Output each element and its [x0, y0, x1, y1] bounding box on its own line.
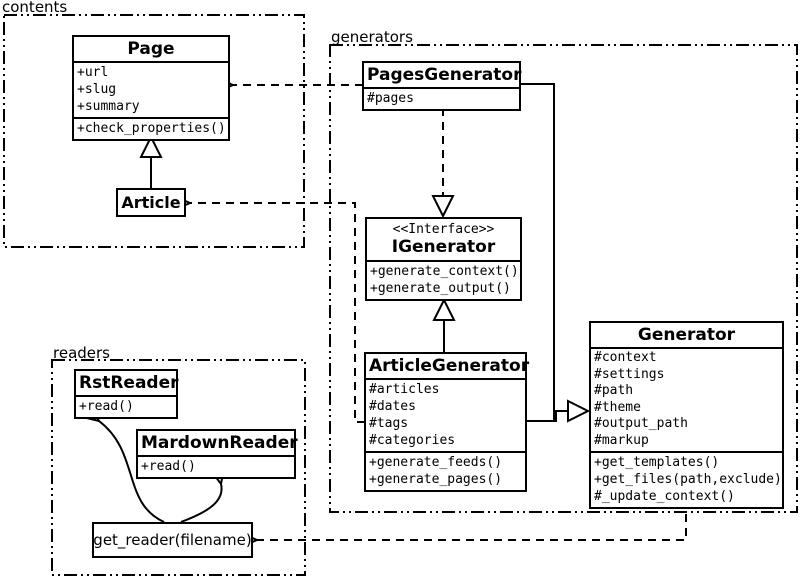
- class-attribute: +slug: [77, 82, 117, 97]
- class-title: MardownReader: [141, 433, 298, 453]
- class-attributes: +url +slug +summary: [74, 61, 228, 117]
- class-title: RstReader: [79, 373, 179, 393]
- edge-articlegenerator-depends-article: [190, 203, 365, 423]
- class-method: +read(): [141, 459, 196, 474]
- class-box-pagesgenerator: PagesGenerator #pages: [362, 61, 521, 111]
- class-attribute: #articles: [369, 382, 440, 397]
- class-attribute: #tags: [369, 416, 409, 431]
- class-methods: +generate_feeds() +generate_pages(): [366, 451, 525, 490]
- package-generators-border: [329, 44, 798, 513]
- edge-articlegenerator-inherits-generator: [527, 411, 557, 422]
- class-title: Page: [127, 39, 175, 59]
- class-method: +generate_pages(): [369, 472, 503, 487]
- class-method: +read(): [79, 399, 134, 414]
- class-box-mardownreader: MardownReader +read(): [136, 429, 298, 479]
- class-method: +generate_output(): [370, 281, 511, 296]
- class-attribute: #path: [594, 383, 634, 398]
- class-attributes: #context #settings #path #theme #output_…: [591, 347, 782, 451]
- edge-getreader-to-rstreader: [99, 421, 165, 523]
- package-label-generators: generators: [331, 28, 413, 46]
- class-attribute: #output_path: [594, 416, 688, 431]
- function-label: get_reader(filename): [93, 531, 252, 549]
- class-methods: +get_templates() +get_files(path,exclude…: [591, 451, 782, 507]
- edge-getreader-to-mardownreader: [180, 484, 222, 523]
- function-box-get-reader: get_reader(filename): [92, 522, 253, 558]
- class-method: +check_properties(): [77, 121, 226, 136]
- class-header: <<Interface>> IGenerator: [367, 219, 520, 260]
- package-readers-border: [51, 359, 306, 576]
- class-title: Article: [121, 193, 181, 212]
- class-title: ArticleGenerator: [369, 356, 530, 376]
- class-method: +generate_context(): [370, 264, 519, 279]
- class-attribute: #dates: [369, 399, 416, 414]
- class-attribute: #markup: [594, 432, 649, 448]
- class-title: Generator: [637, 325, 736, 345]
- class-attribute: #theme: [594, 399, 641, 415]
- package-label-readers: readers: [53, 344, 110, 362]
- class-method: +get_files(path,exclude): [594, 472, 782, 487]
- class-title: IGenerator: [391, 237, 496, 257]
- class-box-rstreader: RstReader +read(): [74, 369, 179, 419]
- class-method: +generate_feeds(): [369, 455, 503, 470]
- edge-pagesgenerator-inherits-generator: [520, 83, 555, 421]
- class-box-generator: Generator #context #settings #path #them…: [589, 321, 784, 509]
- class-method: +get_templates(): [594, 455, 720, 470]
- class-box-article: Article: [116, 188, 186, 217]
- edge-generator-depends-getreader: [257, 500, 687, 540]
- class-attribute: #pages: [367, 91, 414, 106]
- class-attribute: +summary: [77, 99, 140, 114]
- class-attribute: +url: [77, 65, 109, 80]
- class-stereotype: <<Interface>>: [392, 222, 495, 237]
- class-attribute: #settings: [594, 366, 665, 382]
- class-attributes: #pages: [364, 87, 519, 109]
- package-label-contents: contents: [2, 0, 68, 16]
- class-title: PagesGenerator: [367, 65, 522, 85]
- package-contents-border: [3, 14, 305, 248]
- class-attribute: #categories: [369, 433, 456, 448]
- class-box-igenerator: <<Interface>> IGenerator +generate_conte…: [365, 217, 522, 301]
- class-box-page: Page +url +slug +summary +check_properti…: [72, 35, 230, 141]
- class-methods: +read(): [76, 395, 176, 417]
- class-box-articlegenerator: ArticleGenerator #articles #dates #tags …: [364, 352, 530, 492]
- class-methods: +read(): [138, 455, 294, 477]
- class-method: #_update_context(): [594, 489, 735, 504]
- class-attributes: #articles #dates #tags #categories: [366, 378, 525, 451]
- class-methods: +check_properties(): [74, 117, 228, 139]
- class-methods: +generate_context() +generate_output(): [367, 260, 520, 299]
- class-attribute: #context: [594, 350, 657, 365]
